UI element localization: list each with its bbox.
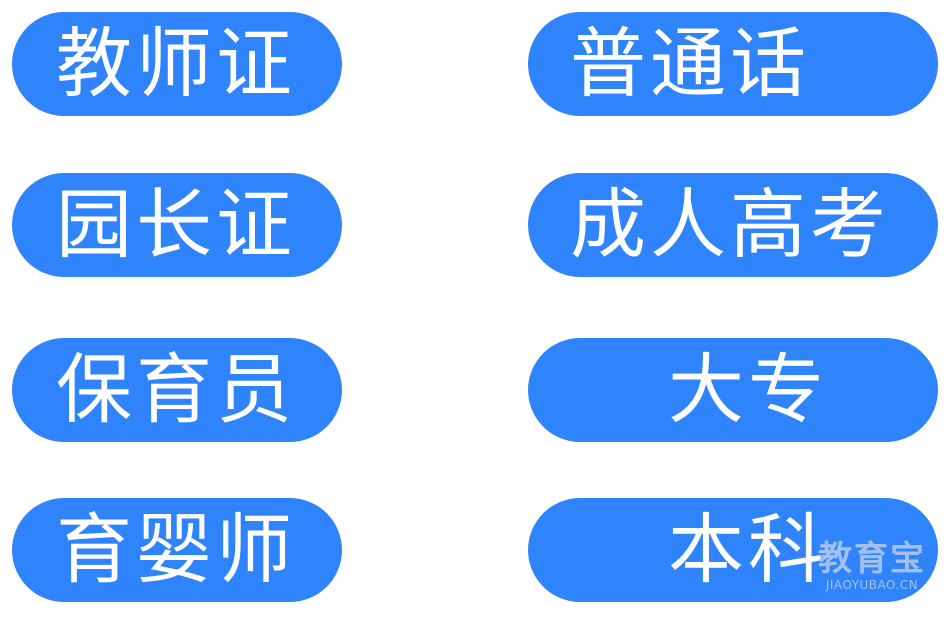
teacher-certificate-button[interactable]: 教师证 xyxy=(12,12,342,116)
adult-college-exam-button[interactable]: 成人高考 xyxy=(528,173,938,277)
principal-certificate-button[interactable]: 园长证 xyxy=(12,173,342,277)
junior-college-button[interactable]: 大专 xyxy=(528,338,938,442)
watermark-cn: 教育宝 xyxy=(818,539,926,579)
mandarin-button[interactable]: 普通话 xyxy=(528,12,938,116)
watermark-logo: 教育宝 JIAOYUBAO.CN xyxy=(818,540,926,592)
infant-care-button[interactable]: 育婴师 xyxy=(12,498,342,602)
bachelor-button[interactable]: 本科 xyxy=(528,498,938,602)
watermark-en: JIAOYUBAO.CN xyxy=(825,578,919,592)
childcare-worker-button[interactable]: 保育员 xyxy=(12,338,342,442)
